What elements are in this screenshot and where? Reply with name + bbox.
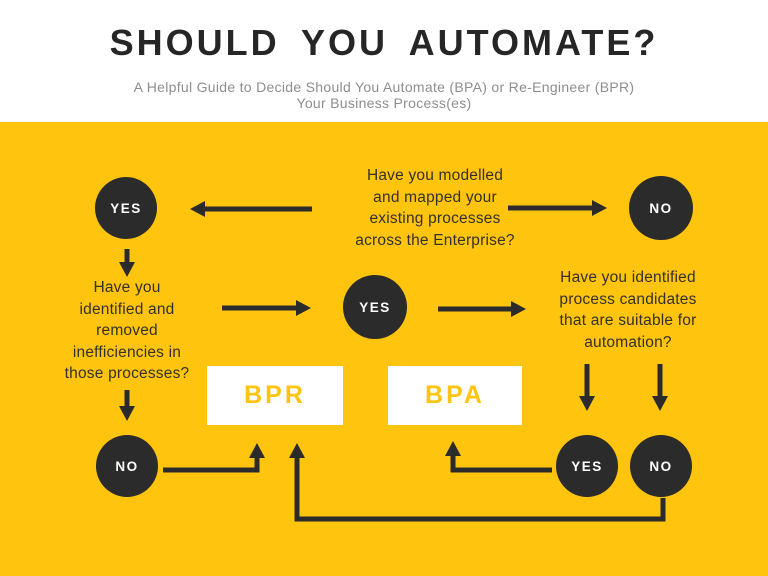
node-yes-top-left: YES — [95, 177, 157, 239]
outcome-box-bpa: BPA — [388, 366, 522, 425]
question-modelled-mapped: Have you modelled and mapped your existi… — [355, 167, 515, 249]
outcome-box-bpr: BPR — [207, 366, 343, 425]
page-subtitle: A Helpful Guide to Decide Should You Aut… — [133, 79, 635, 111]
node-yes-center: YES — [343, 275, 407, 339]
node-yes-bottom-right: YES — [556, 435, 618, 497]
node-no-bottom-left: NO — [96, 435, 158, 497]
node-no-top-right: NO — [629, 176, 693, 240]
question-automation-candidates: Have you identified process candidates t… — [559, 269, 697, 351]
page-title: SHOULD YOU AUTOMATE? — [109, 22, 659, 63]
question-inefficiencies-removed: Have you identified and removed ineffici… — [64, 279, 190, 382]
node-no-bottom-right: NO — [630, 435, 692, 497]
